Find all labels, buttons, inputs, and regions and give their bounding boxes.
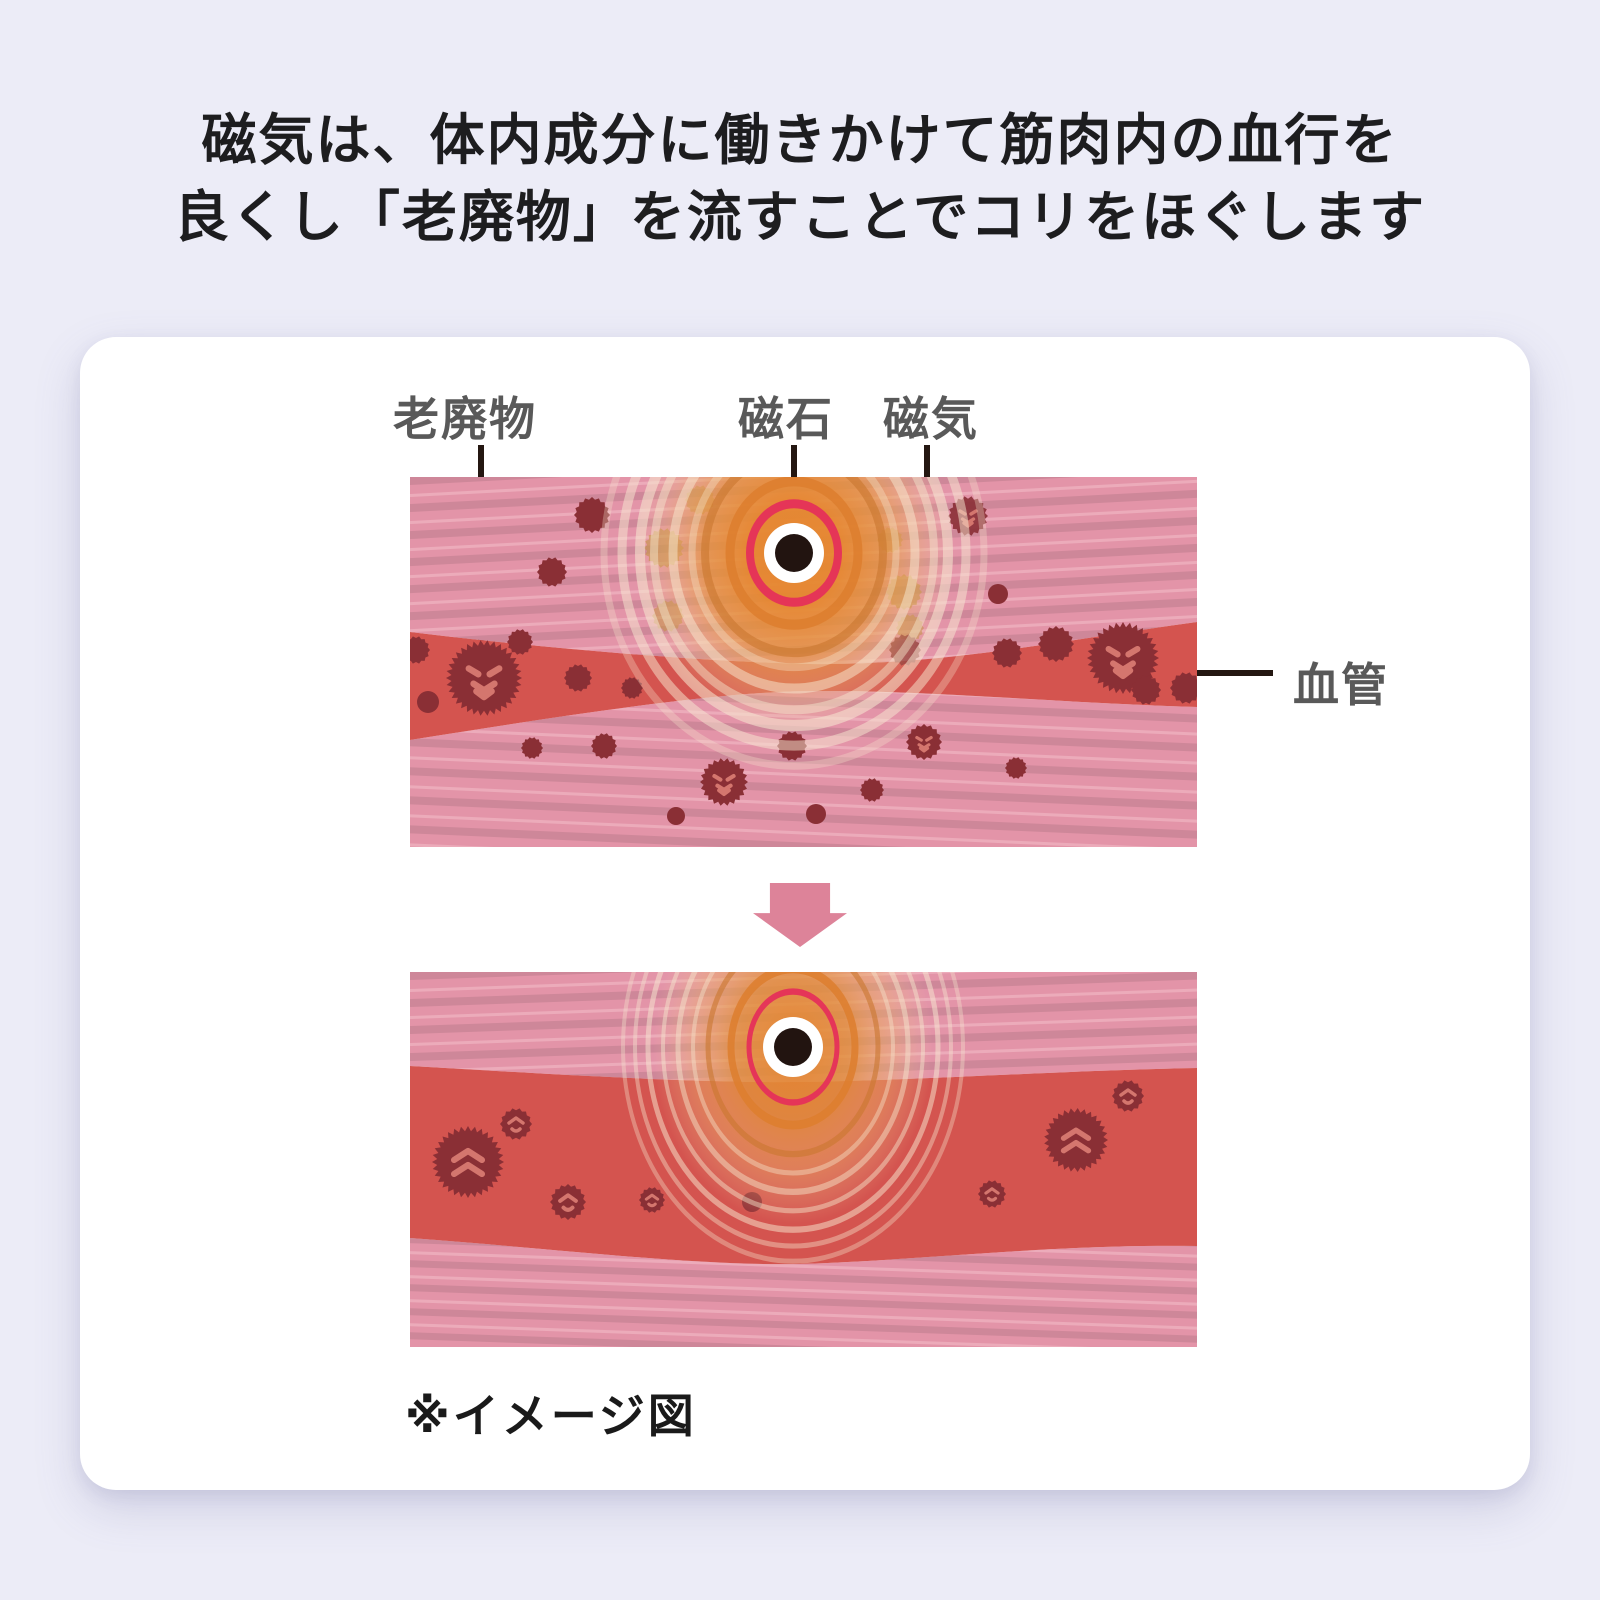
label-magnetism: 磁気 <box>883 393 979 445</box>
label-waste: 老廃物 <box>393 393 537 445</box>
muscle-diagram-before <box>410 477 1197 847</box>
field-ring <box>668 477 920 694</box>
waste-particle <box>978 1180 1006 1208</box>
image-note-caption: ※イメージ図 <box>405 1390 697 1442</box>
field-ring <box>746 988 840 1106</box>
field-ring <box>617 477 971 751</box>
waste-particle <box>410 636 430 664</box>
muscle-diagram-after <box>410 972 1197 1347</box>
waste-particle <box>621 677 643 699</box>
magnetic-field-glow-before <box>600 477 988 770</box>
diagram-card: 老廃物 磁石 磁気 血管 <box>80 337 1530 1490</box>
field-ring <box>621 972 965 1264</box>
waste-particle <box>700 758 748 806</box>
waste-particle <box>1112 1080 1144 1112</box>
title-line-1: 磁気は、体内成分に働きかけて筋肉内の血行を <box>201 109 1399 171</box>
waste-particle <box>521 737 543 759</box>
waste-particle <box>564 664 592 692</box>
label-blood-vessel: 血管 <box>1293 659 1389 711</box>
waste-particle <box>500 1108 532 1140</box>
waste-particle <box>860 778 884 802</box>
down-arrow-icon <box>753 883 847 947</box>
waste-particle <box>1087 622 1159 694</box>
magnetic-field-glow-after <box>621 972 965 1264</box>
field-ring <box>691 972 895 1176</box>
label-magnet: 磁石 <box>738 393 834 445</box>
field-ring <box>661 972 925 1214</box>
field-ring <box>650 477 938 715</box>
waste-particle <box>550 1184 586 1220</box>
waste-particle <box>639 1187 665 1213</box>
field-ring <box>725 477 863 630</box>
field-ring <box>688 477 900 672</box>
waste-face <box>507 1116 525 1133</box>
waste-face <box>712 773 736 797</box>
muscle-lower-stripes-before <box>410 690 1197 847</box>
field-ring <box>746 499 842 607</box>
field-ring <box>705 972 881 1158</box>
waste-particle <box>988 584 1008 604</box>
waste-particle <box>574 497 610 533</box>
waste-face <box>1060 1127 1092 1154</box>
field-ring <box>645 972 941 1233</box>
glow-gradient <box>653 972 933 1224</box>
waste-particle <box>992 638 1022 668</box>
waste-particle <box>1170 672 1197 704</box>
waste-particle <box>507 629 533 655</box>
waste-face <box>1105 645 1141 680</box>
waste-particle <box>806 804 826 824</box>
waste-face <box>644 1193 660 1208</box>
waste-particle <box>1005 757 1027 779</box>
waste-face <box>1119 1088 1137 1105</box>
field-ring <box>675 972 911 1196</box>
magnet-core <box>774 1028 812 1066</box>
waste-particle <box>417 691 439 713</box>
waste-particle <box>537 557 567 587</box>
waste-particle <box>667 807 685 825</box>
waste-particle <box>446 640 522 716</box>
waste-particle <box>591 733 617 759</box>
waste-face <box>450 1147 486 1178</box>
waste-face <box>465 665 503 701</box>
waste-particles-after <box>432 1080 1144 1220</box>
waste-face <box>984 1187 1000 1202</box>
waste-particle <box>1038 626 1074 662</box>
waste-particle <box>1131 675 1161 705</box>
waste-particles-before <box>410 496 1197 825</box>
waste-face <box>558 1193 578 1212</box>
page-title: 磁気は、体内成分に働きかけて筋肉内の血行を 良くし「老廃物」を流すことでコリをほ… <box>0 102 1600 256</box>
title-line-2: 良くし「老廃物」を流すことでコリをほぐします <box>173 186 1427 248</box>
magnet-core <box>775 534 813 572</box>
field-ring <box>701 477 887 658</box>
field-ring <box>633 972 953 1249</box>
field-ring <box>635 477 953 732</box>
field-ring <box>727 972 859 1130</box>
field-ring <box>600 477 988 770</box>
waste-face <box>915 735 933 753</box>
muscle-lower-stripes-after <box>410 1238 1197 1347</box>
pointer-line-magnetism <box>924 445 930 507</box>
waste-particle <box>906 724 942 760</box>
